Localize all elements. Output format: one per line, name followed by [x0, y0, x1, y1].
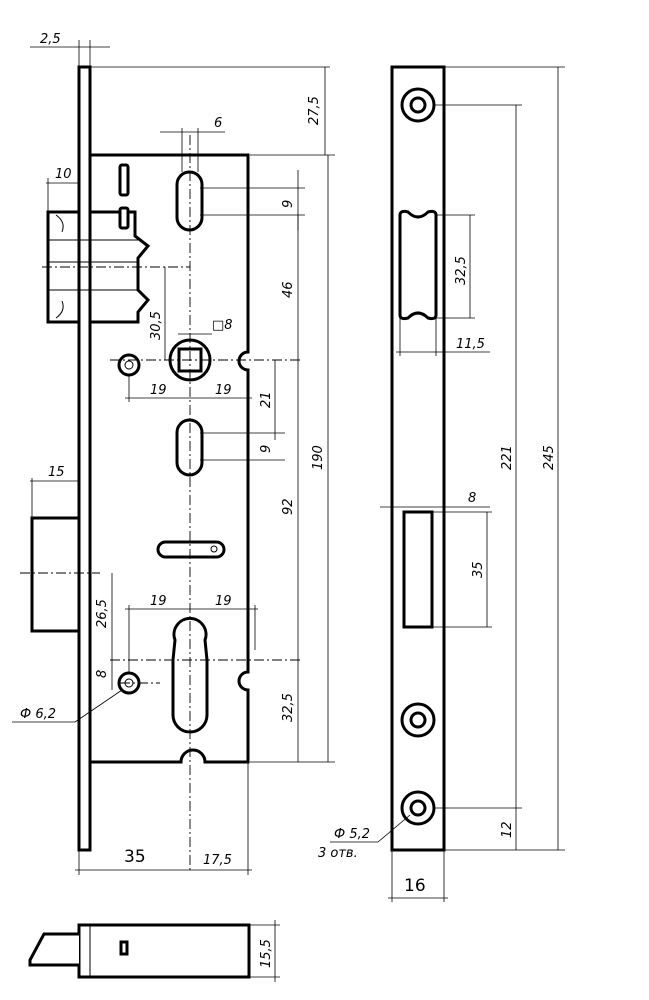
small-slot: [118, 206, 130, 230]
dim-top-offset: 27,5: [307, 96, 322, 125]
dim-strike-slot-height: 32,5: [454, 256, 469, 285]
dim-slot-height-mid: 9: [259, 445, 274, 453]
dim-strike-width: 16: [404, 876, 426, 896]
dim-spacing-46: 46: [281, 281, 296, 298]
horizontal-slot: [156, 540, 226, 559]
dim-spindle-right: 19: [215, 383, 232, 398]
dim-hole-dia-left: Ф 6,2: [20, 707, 56, 722]
dim-slot-width: 6: [214, 116, 222, 131]
dim-backset: 35: [124, 847, 146, 867]
strike-dimensions: 245 221 12 32,5 11,5 8 35 Ф 5,2 3 отв.: [318, 66, 565, 902]
dim-spacing-21: 21: [259, 391, 274, 408]
dim-case-height: 190: [311, 445, 326, 470]
dim-strike-bottom-offset: 12: [500, 821, 515, 838]
dim-faceplate-thickness: 2,5: [40, 32, 61, 47]
dim-cyl-left: 19: [150, 594, 167, 609]
dim-spacing-92: 92: [281, 498, 296, 515]
dim-cyl-bottom: 32,5: [281, 693, 296, 722]
strike-plate-view: [390, 65, 446, 852]
mount-hole: [117, 353, 141, 377]
dim-strike-hole-count: 3 отв.: [318, 846, 358, 861]
small-slot: [118, 163, 130, 197]
mortise-dimensions: 2,5 27,5 6 10 9 46 30,5 □8 19 1: [12, 32, 335, 875]
dim-latch-depth: 10: [55, 167, 72, 182]
faceplate: [77, 65, 92, 852]
oblong-slot-mid: [175, 418, 204, 477]
dim-strike-bolt-offset: 8: [468, 491, 476, 506]
dim-lock-thickness: 15,5: [259, 939, 274, 968]
dim-strike-slot-width: 11,5: [456, 337, 485, 352]
dim-spindle-left: 19: [150, 383, 167, 398]
strike-latch-slot: [398, 209, 438, 321]
dim-strike-hole-dia: Ф 5,2: [334, 827, 370, 842]
dim-strike-total-height: 245: [542, 445, 557, 470]
dim-backset-30-5: 30,5: [149, 311, 164, 340]
dim-cyl-right: 19: [215, 594, 232, 609]
lock-top-view: 15,5: [28, 920, 280, 982]
strike-bolt-slot: [402, 510, 434, 629]
dim-offset-8-left: 8: [95, 670, 110, 678]
dim-bolt-throw: 15: [48, 465, 65, 480]
dim-strike-hole-spacing: 221: [500, 445, 515, 470]
dim-square-spindle: □8: [212, 318, 233, 333]
dead-bolt: [30, 516, 81, 633]
dim-half-width: 17,5: [203, 853, 232, 868]
lock-case: [88, 153, 250, 764]
oblong-slot-top: [175, 170, 204, 232]
dim-slot-height-top: 9: [281, 200, 296, 208]
mortise-lock-view: [20, 65, 300, 870]
dim-strike-bolt-height: 35: [471, 561, 486, 578]
latch-bolt: [42, 210, 190, 324]
dim-offset-26-5: 26,5: [95, 599, 110, 628]
